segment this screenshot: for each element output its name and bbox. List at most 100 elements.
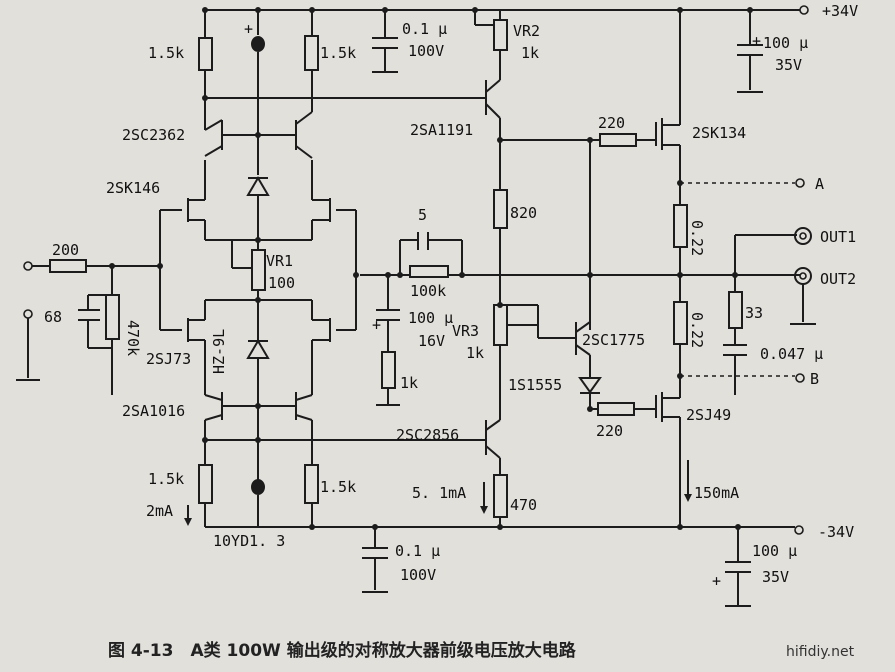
label-r-022-bot: 0.22 [688, 312, 706, 348]
label-r-top-left: 1.5k [148, 44, 184, 62]
label-r-470k: 470k [124, 320, 142, 356]
node-a-tap [680, 178, 805, 188]
plus-mark: + [244, 20, 253, 38]
jfet-2sk146-right [311, 160, 357, 330]
diode-1s1555 [578, 355, 602, 409]
label-i-51ma: 5. 1mA [412, 484, 466, 502]
watermark: hifidiy.net [786, 644, 855, 660]
junction-dots [109, 7, 753, 530]
transistor-2sc2856 [205, 419, 501, 459]
label-q-2sj73: 2SJ73 [146, 350, 191, 368]
arrow-2ma [184, 505, 192, 526]
label-node-a: A [815, 175, 824, 193]
label-node-b: B [810, 370, 819, 388]
label-vr2-value: 1k [521, 44, 539, 62]
negative-rail [205, 525, 804, 535]
label-r-bot-left: 1.5k [148, 470, 184, 488]
label-q-2sc2856: 2SC2856 [396, 426, 459, 444]
jfet-2sj73-right [311, 300, 356, 395]
label-r-220-top: 220 [598, 114, 625, 132]
resistor-r-bot-mid [304, 464, 319, 504]
node-b-tap [680, 373, 805, 383]
label-r-220-bot: 220 [596, 422, 623, 440]
label-c-68: 68 [44, 308, 62, 326]
plus-mark: + [752, 32, 761, 50]
capacitor-top-right [737, 10, 763, 93]
label-cap-top-voltage: 100V [408, 42, 444, 60]
label-r-33: 33 [745, 304, 763, 322]
label-cap-5: 5 [418, 206, 427, 224]
label-vr3-name: VR3 [452, 322, 479, 340]
transistor-2sc1775 [538, 321, 591, 356]
label-q-2sa1016: 2SA1016 [122, 402, 185, 420]
capacitor-mid-100u [376, 275, 400, 406]
label-r-1k: 1k [400, 374, 418, 392]
label-out1: OUT1 [820, 228, 856, 246]
arrow-51ma [480, 482, 488, 514]
resistor-r-top-mid [304, 10, 319, 112]
label-zener: HZ-9L [210, 329, 228, 374]
input-network [16, 259, 160, 395]
resistor-022-top [673, 204, 688, 248]
feedback-network [399, 232, 463, 278]
label-r-022-top: 0.22 [688, 220, 706, 256]
potentiometer-vr3 [493, 304, 539, 420]
output-out2 [790, 267, 816, 325]
zener-top [246, 135, 270, 240]
plus-mark: + [712, 572, 721, 590]
label-d-1s1555: 1S1555 [508, 376, 562, 394]
label-q-2sk146: 2SK146 [106, 179, 160, 197]
mosfet-2sj49 [655, 385, 681, 527]
jfet-2sj73 [160, 300, 206, 395]
figure-caption: 图 4-13 A类 100W 输出级的对称放大器前级电压放大电路 [108, 640, 577, 661]
arrow-150ma [684, 460, 692, 502]
label-i-150ma: 150mA [694, 484, 739, 502]
label-cap-top-right-value: 100 μ [763, 34, 808, 52]
label-vr1-name: VR1 [266, 252, 293, 270]
label-i-2ma: 2mA [146, 502, 173, 520]
label-d-10yd: 10YD1. 3 [213, 532, 285, 550]
label-cap-bot-right-value: 100 μ [752, 542, 797, 560]
potentiometer-vr1 [205, 239, 312, 301]
resistor-220-top [590, 133, 656, 147]
label-out2: OUT2 [820, 270, 856, 288]
resistor-220-bot [590, 402, 656, 416]
label-r-top-mid: 1.5k [320, 44, 356, 62]
resistor-022-bot [673, 301, 688, 345]
label-r-in: 200 [52, 241, 79, 259]
label-cap-top-right-voltage: 35V [775, 56, 802, 74]
label-cap-bot-voltage: 100V [400, 566, 436, 584]
label-r-470: 470 [510, 496, 537, 514]
label-vr2-name: VR2 [513, 22, 540, 40]
label-cap-mid-value: 100 μ [408, 309, 453, 327]
output-out1 [734, 227, 812, 275]
potentiometer-vr2 [474, 10, 508, 80]
resistor-r-bot-left [198, 464, 213, 504]
diode-top-center [251, 10, 265, 135]
label-cap-mid-voltage: 16V [418, 332, 445, 350]
label-q-2sj49: 2SJ49 [686, 406, 731, 424]
label-vr3-value: 1k [466, 344, 484, 362]
jfet-2sk146 [159, 160, 206, 330]
transistor-2sa1191 [485, 79, 501, 140]
capacitor-top-01u [372, 10, 398, 73]
label-r-820: 820 [510, 204, 537, 222]
label-cap-top-value: 0.1 μ [402, 20, 447, 38]
capacitor-bottom-right [725, 527, 751, 607]
label-q-2sa1191: 2SA1191 [410, 121, 473, 139]
capacitor-bottom-01u [362, 527, 388, 593]
label-cap-bot-value: 0.1 μ [395, 542, 440, 560]
label-q-2sc2362: 2SC2362 [122, 126, 185, 144]
transistor-2sc2362 [204, 111, 313, 159]
label-r-bot-mid: 1.5k [320, 478, 356, 496]
plus-mark: + [372, 316, 381, 334]
label-cap-bot-right-voltage: 35V [762, 568, 789, 586]
label-q-2sc1775: 2SC1775 [582, 331, 645, 349]
label-r-100k: 100k [410, 282, 446, 300]
resistor-r-top-left [198, 10, 213, 130]
mosfet-2sk134 [655, 10, 681, 205]
label-vr1-value: 100 [268, 274, 295, 292]
resistor-470 [493, 474, 508, 518]
